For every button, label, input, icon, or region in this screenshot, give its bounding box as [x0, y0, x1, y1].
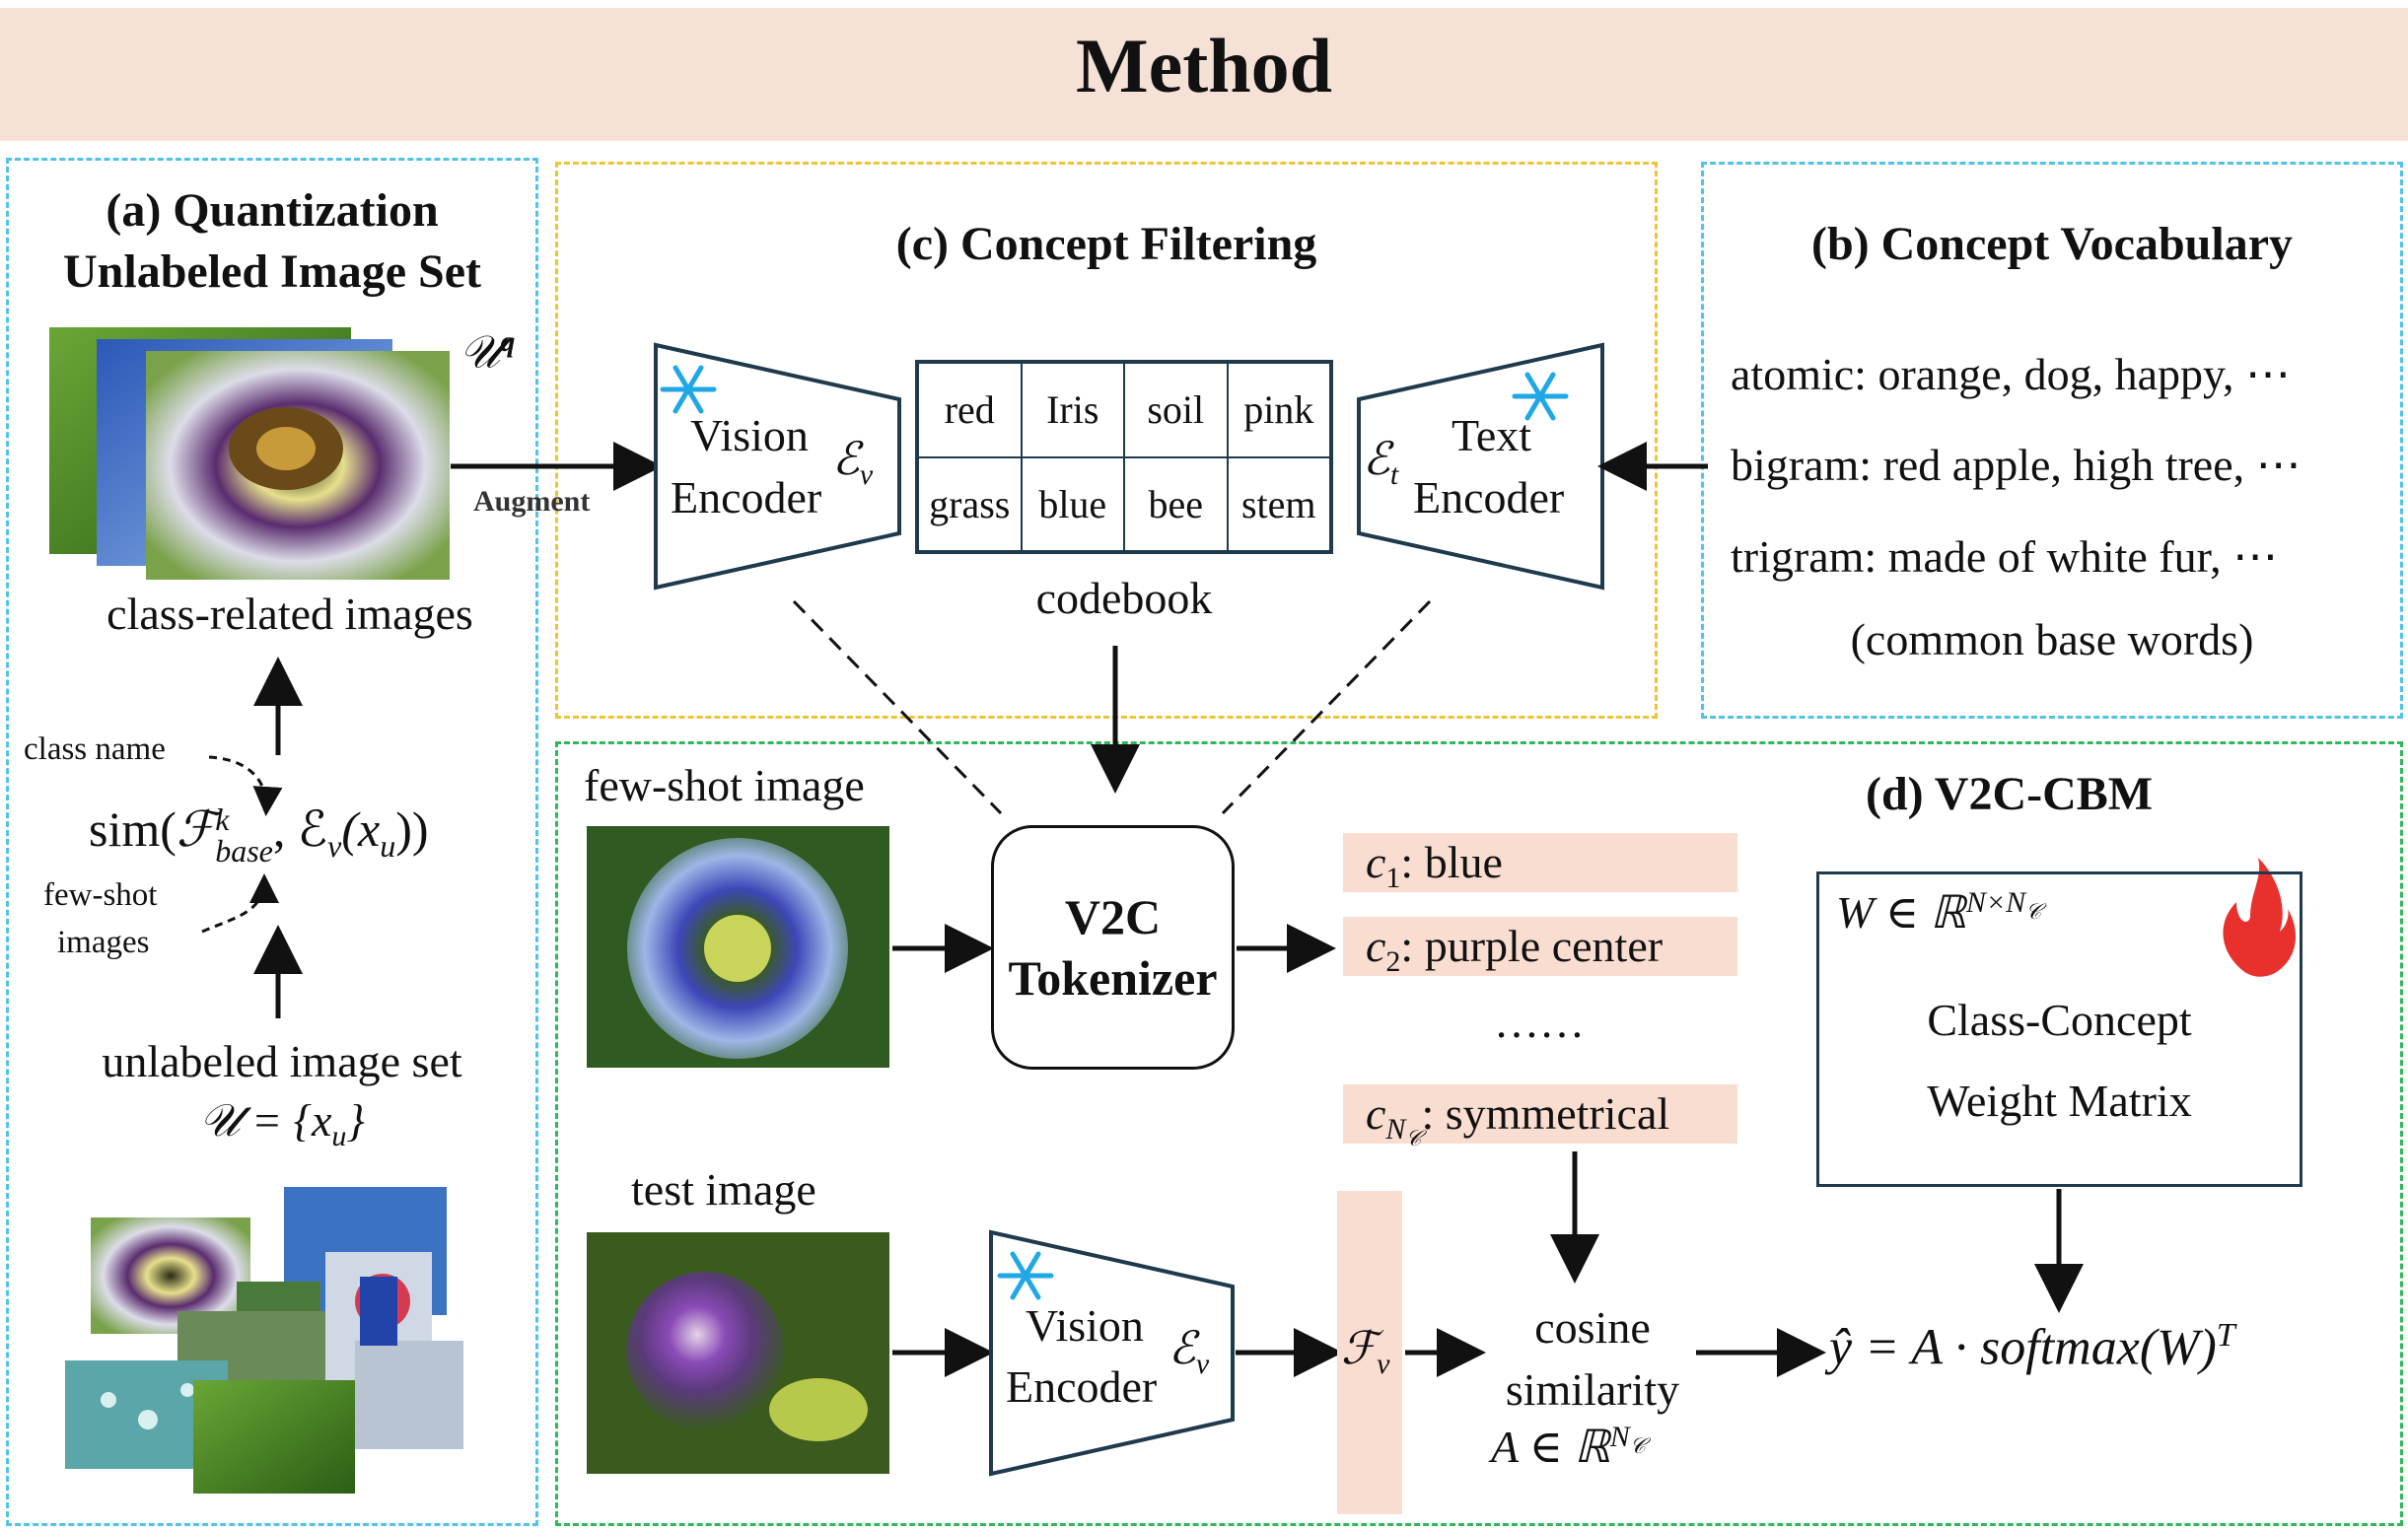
vocab-bigram: bigram: red apple, high tree, ⋯: [1731, 440, 2302, 490]
cosine-label-1: cosine: [1534, 1302, 1651, 1353]
panel-a-box: [6, 158, 538, 1526]
few-shot-dashed-arrow: [201, 873, 279, 934]
w-formula: W ∈ ℝN×N𝒞: [1836, 885, 2042, 938]
augment-label: Augment: [473, 485, 591, 518]
class-name-label: class name: [24, 731, 166, 767]
codebook-cell: pink: [1227, 363, 1330, 457]
text-encoder-symbol: ℰt: [1363, 434, 1399, 492]
cosine-label-2: similarity: [1505, 1364, 1680, 1415]
page-title: Method: [1076, 23, 1332, 108]
class-name-dashed-arrow: [208, 755, 283, 816]
fire-icon: [2223, 858, 2296, 977]
concept-pill-3: [1343, 1084, 1737, 1144]
vision-encoder-symbol: ℰv: [832, 434, 874, 492]
panel-c-box: [555, 162, 1658, 719]
vocab-atomic: atomic: orange, dog, happy, ⋯: [1731, 349, 2292, 399]
panel-b-box: [1701, 162, 2403, 719]
panel-b-heading: (b) Concept Vocabulary: [1810, 218, 2294, 270]
panel-a-heading-1: (a) Quantization: [106, 184, 439, 237]
unlabeled-label: unlabeled image set: [102, 1036, 462, 1086]
vision-encoder-bottom-label-2: Encoder: [1006, 1361, 1158, 1412]
v2c-tokenizer: V2C Tokenizer: [991, 825, 1235, 1070]
vision-encoder-shape: [654, 342, 901, 591]
feature-symbol: ℱv: [1341, 1323, 1390, 1381]
panel-a-heading-2: Unlabeled Image Set: [63, 245, 481, 298]
feature-column: [1337, 1191, 1402, 1514]
codebook-cell: bee: [1124, 456, 1228, 551]
output-formula: ŷ = A · softmax(W)T: [1829, 1317, 2235, 1376]
matrix-label-1: Class-Concept: [1927, 995, 2192, 1045]
snowflake-icon: [660, 365, 1569, 1300]
vocab-trigram: trigram: made of white fur, ⋯: [1731, 531, 2279, 582]
class-related-images: [49, 327, 450, 580]
unlabeled-formula: 𝒰 = {xu}: [199, 1095, 365, 1153]
codebook-cell: stem: [1227, 456, 1330, 551]
panel-c-heading: (c) Concept Filtering: [895, 218, 1317, 270]
concept-ellipsis: ……: [1494, 997, 1585, 1047]
few-shot-image-label: few-shot image: [584, 760, 865, 810]
vision-encoder-bottom-shape: [989, 1229, 1235, 1477]
codebook-label: codebook: [1035, 573, 1213, 623]
vision-encoder-bottom-symbol: ℰv: [1169, 1323, 1210, 1381]
vision-encoder-label-1: Vision: [690, 410, 809, 460]
codebook-cell: blue: [1021, 456, 1124, 551]
codebook-grid: red Iris soil pink grass blue bee stem: [915, 360, 1333, 554]
test-image-label: test image: [631, 1164, 816, 1215]
codebook-cell: grass: [918, 456, 1022, 551]
a-formula: A ∈ ℝN𝒞: [1491, 1420, 1646, 1472]
class-related-label: class-related images: [106, 589, 473, 639]
test-image: [587, 1232, 889, 1474]
concept-pill-1: [1343, 833, 1737, 892]
dashed-line-right: [1221, 599, 1432, 815]
text-encoder-label-2: Encoder: [1413, 472, 1565, 522]
few-shot-label-1: few-shot: [43, 877, 158, 913]
matrix-label-2: Weight Matrix: [1927, 1076, 2192, 1126]
codebook-cell: Iris: [1021, 363, 1124, 457]
weight-matrix-box: [1816, 871, 2302, 1187]
text-encoder-shape: [1357, 342, 1604, 591]
concept-2: c2: purple center: [1366, 921, 1664, 979]
concept-pill-2: [1343, 917, 1737, 976]
few-shot-image: [587, 826, 889, 1068]
panel-d-heading: (d) V2C-CBM: [1866, 768, 2154, 820]
few-shot-label-2: images: [57, 925, 150, 960]
codebook-cell: soil: [1124, 363, 1228, 457]
codebook-cell: red: [918, 363, 1022, 457]
text-encoder-label-1: Text: [1452, 410, 1532, 460]
concept-1: c1: blue: [1366, 837, 1503, 895]
unlabeled-image-collage: [65, 1187, 463, 1494]
vision-encoder-label-2: Encoder: [671, 472, 822, 522]
u-q-symbol: 𝒰q: [460, 325, 516, 378]
vision-encoder-bottom-label-1: Vision: [1026, 1300, 1144, 1351]
panel-d-box: [555, 741, 2403, 1526]
concept-n: cN𝒞: symmetrical: [1366, 1088, 1670, 1151]
title-band: [0, 8, 2408, 141]
vocab-common: (common base words): [1850, 614, 2254, 664]
